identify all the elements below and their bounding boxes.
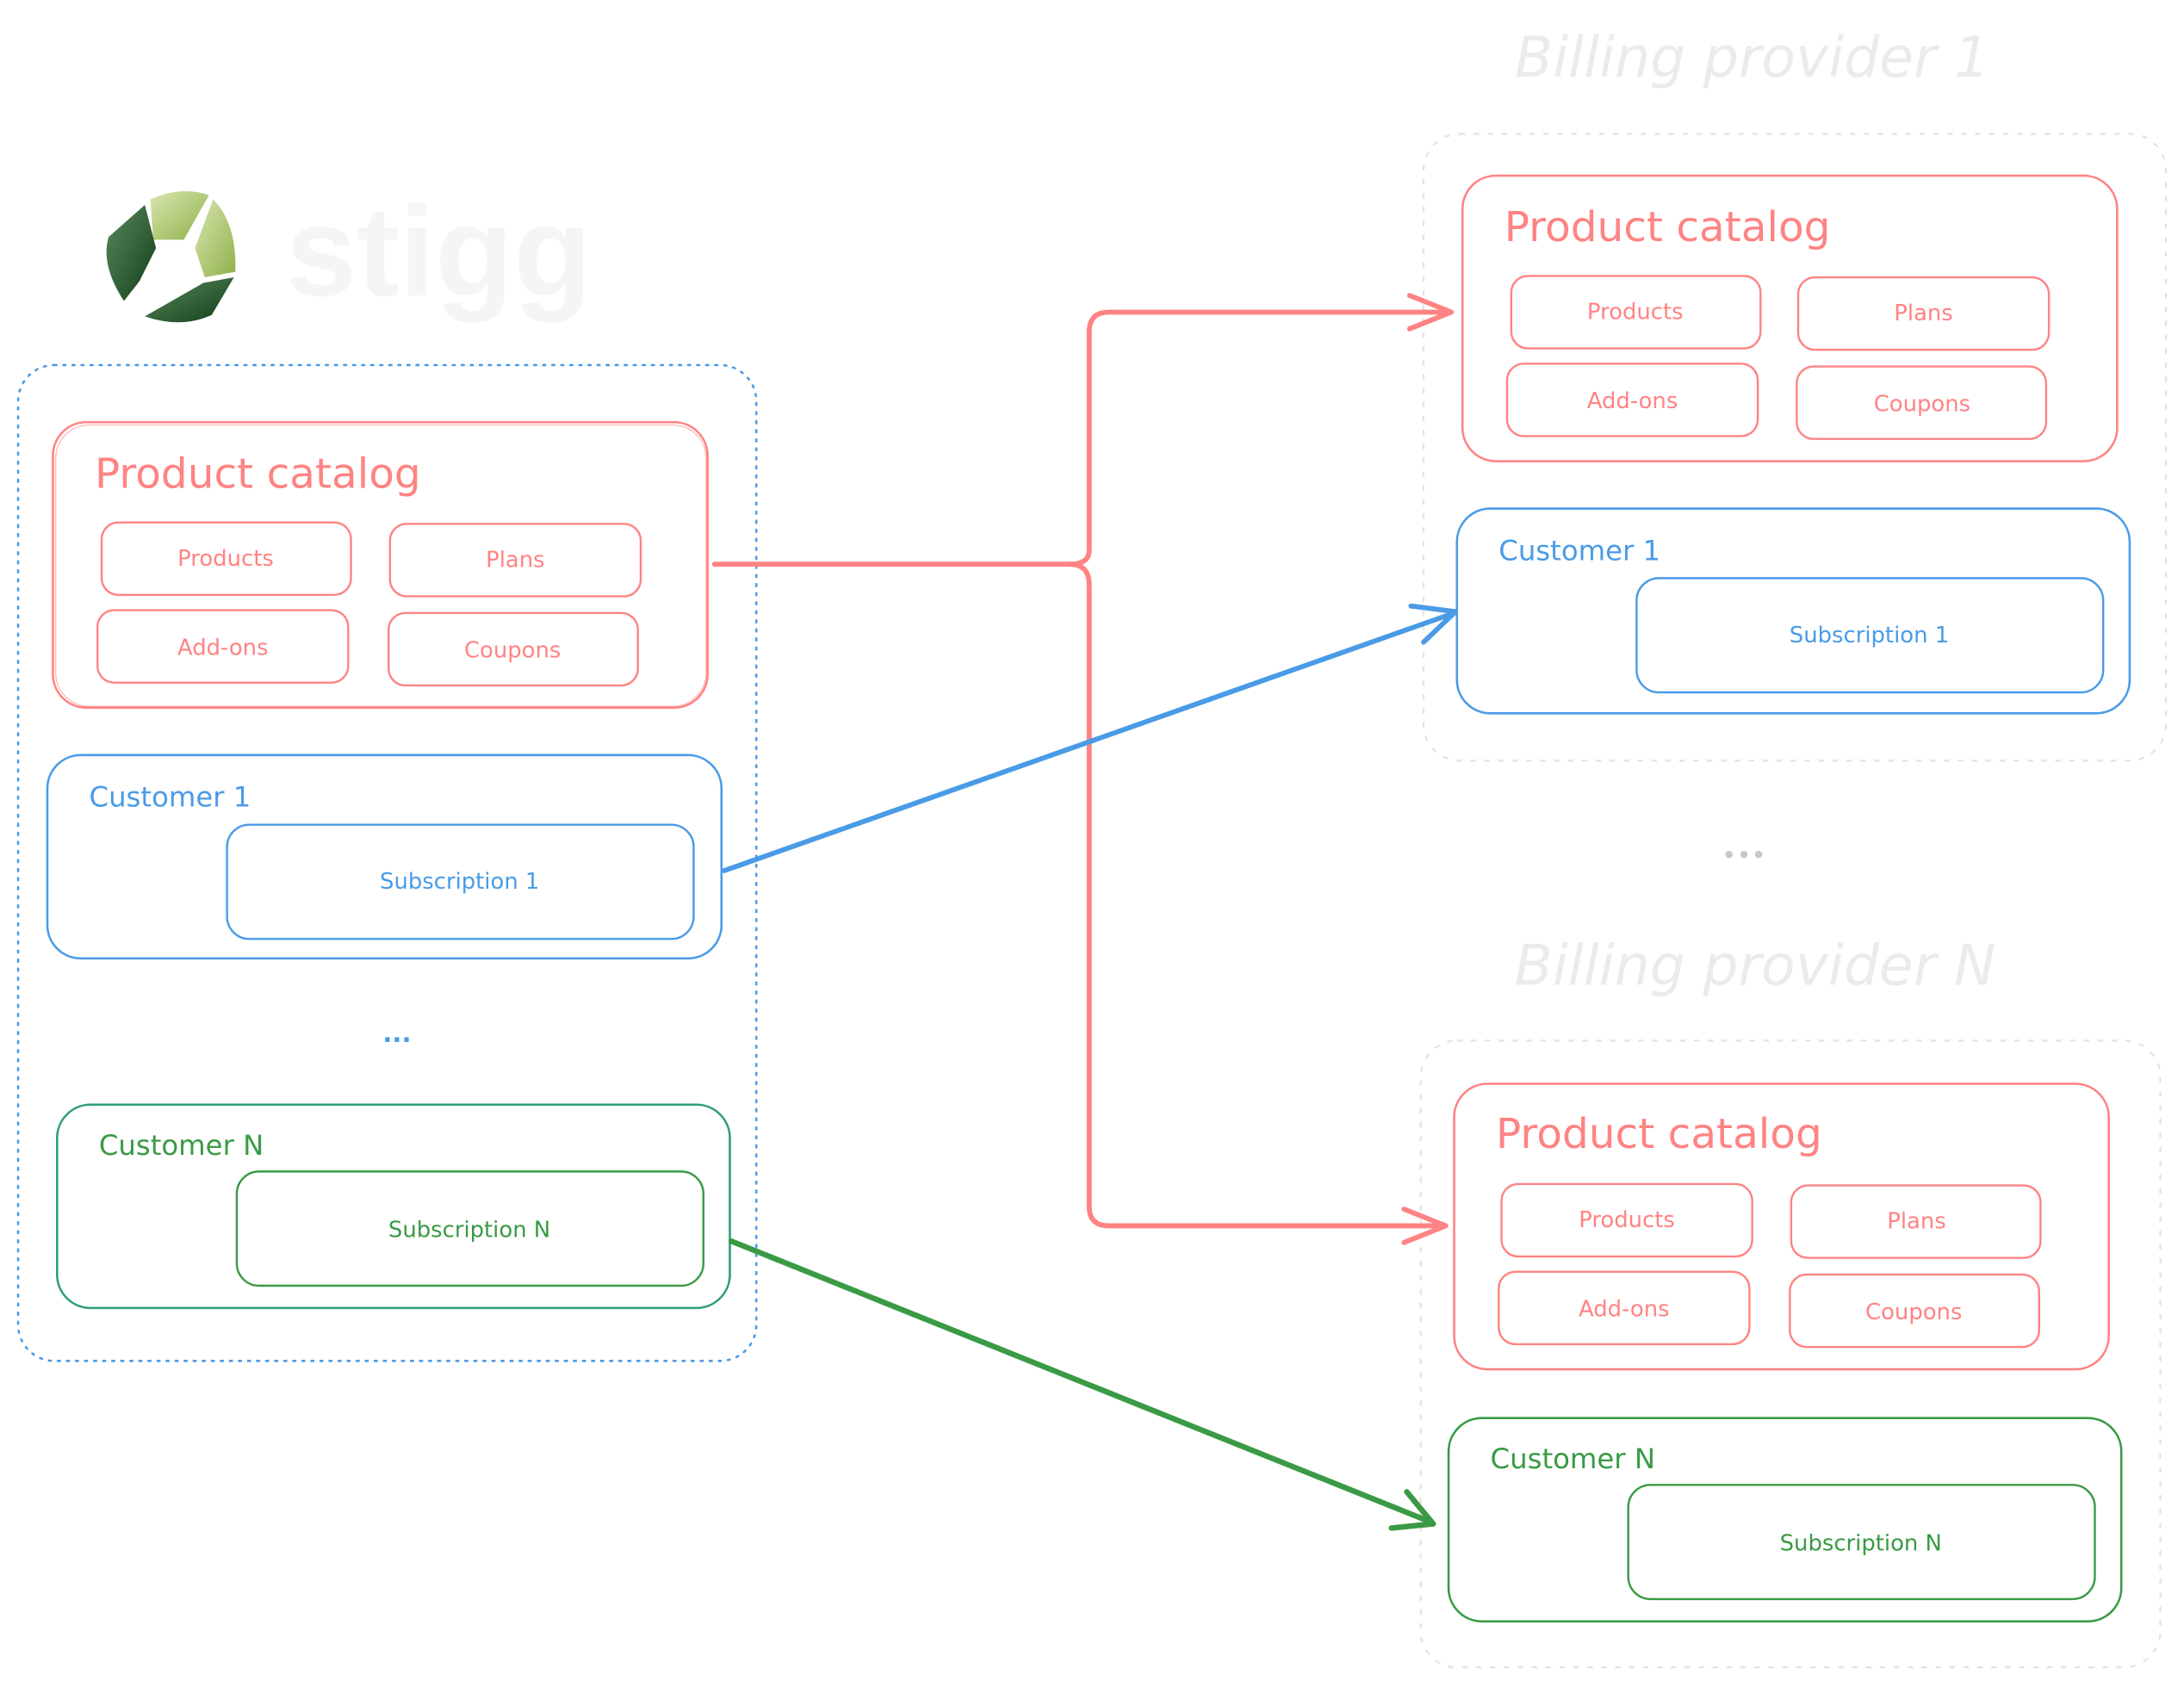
subscription-label: Subscription N [1780, 1530, 1942, 1556]
product-catalog-stigg: Product catalog Products Plans Add-ons C… [52, 420, 709, 710]
product-catalog-provider-n: Product catalog Products Plans Add-ons C… [1453, 1082, 2110, 1371]
product-catalog-title: Product catalog [1505, 203, 1831, 251]
subscription-label: Subscription 1 [380, 869, 539, 895]
billing-provider-1-container [1422, 133, 2168, 762]
catalog-item-label: Plans [1887, 1209, 1945, 1235]
catalog-item-products[interactable]: Products [100, 521, 352, 597]
catalog-item-label: Coupons [1874, 391, 1970, 417]
stigg-logo-icon [106, 190, 236, 323]
catalog-item-label: Coupons [1865, 1299, 1962, 1325]
product-catalog-title: Product catalog [95, 450, 421, 498]
arrowhead-provider-n [1401, 1206, 1449, 1245]
product-catalog-provider-1: Product catalog Products Plans Add-ons C… [1461, 174, 2119, 462]
subscription-n-stigg[interactable]: Subscription N [235, 1170, 704, 1287]
catalog-item-plans[interactable]: Plans [1796, 276, 2051, 351]
billing-provider-1-title: Billing provider 1 [1515, 26, 1990, 90]
catalog-item-label: Products [1587, 300, 1684, 326]
product-catalog-title: Product catalog [1496, 1110, 1822, 1158]
subscription-n-provider-n[interactable]: Subscription N [1627, 1484, 2096, 1601]
catalog-item-add-ons[interactable]: Add-ons [1505, 363, 1759, 437]
catalog-item-label: Products [1579, 1207, 1675, 1233]
customer-title: Customer 1 [1498, 534, 1660, 567]
catalog-item-coupons[interactable]: Coupons [1789, 1273, 2041, 1349]
subscription-label: Subscription N [388, 1217, 550, 1243]
customers-ellipsis: ... [382, 1019, 411, 1048]
catalog-item-add-ons[interactable]: Add-ons [1498, 1270, 1751, 1346]
customer-title: Customer N [99, 1129, 264, 1162]
arrowhead-provider-1 [1406, 293, 1455, 332]
catalog-item-plans[interactable]: Plans [388, 523, 642, 598]
stigg-container [16, 363, 758, 1362]
stigg-logo: stigg [106, 179, 592, 323]
customer-title: Customer 1 [90, 781, 251, 814]
catalog-item-label: Add-ons [1587, 388, 1678, 414]
customer-n-stigg[interactable]: Customer N Subscription N [56, 1103, 731, 1310]
catalog-item-coupons[interactable]: Coupons [388, 611, 639, 687]
catalog-item-coupons[interactable]: Coupons [1796, 365, 2048, 440]
catalog-item-products[interactable]: Products [1510, 275, 1762, 350]
subscription-1-provider-1[interactable]: Subscription 1 [1635, 577, 2105, 694]
catalog-sync-arrow [711, 293, 1455, 1245]
catalog-item-label: Products [177, 546, 274, 572]
catalog-item-label: Plans [486, 547, 545, 573]
providers-ellipsis: ••• [1722, 840, 1766, 870]
customer-1-sync-arrow [722, 603, 1459, 873]
stigg-logo-text: stigg [286, 179, 592, 323]
customer-n-sync-arrow [728, 1238, 1436, 1531]
catalog-item-label: Plans [1894, 301, 1953, 326]
customer-1-provider-1[interactable]: Customer 1 Subscription 1 [1455, 507, 2131, 715]
billing-provider-n-title: Billing provider N [1514, 934, 1995, 999]
customer-n-provider-n[interactable]: Customer N Subscription N [1447, 1417, 2123, 1623]
catalog-item-products[interactable]: Products [1500, 1182, 1753, 1258]
catalog-item-add-ons[interactable]: Add-ons [96, 609, 350, 684]
catalog-item-label: Coupons [464, 638, 561, 664]
subscription-label: Subscription 1 [1790, 623, 1949, 648]
customer-1-stigg[interactable]: Customer 1 Subscription 1 [46, 754, 723, 960]
catalog-item-label: Add-ons [1579, 1297, 1670, 1323]
customer-title: Customer N [1491, 1442, 1656, 1475]
catalog-item-plans[interactable]: Plans [1790, 1184, 2042, 1259]
catalog-item-label: Add-ons [177, 635, 269, 661]
subscription-1-stigg[interactable]: Subscription 1 [226, 823, 695, 940]
